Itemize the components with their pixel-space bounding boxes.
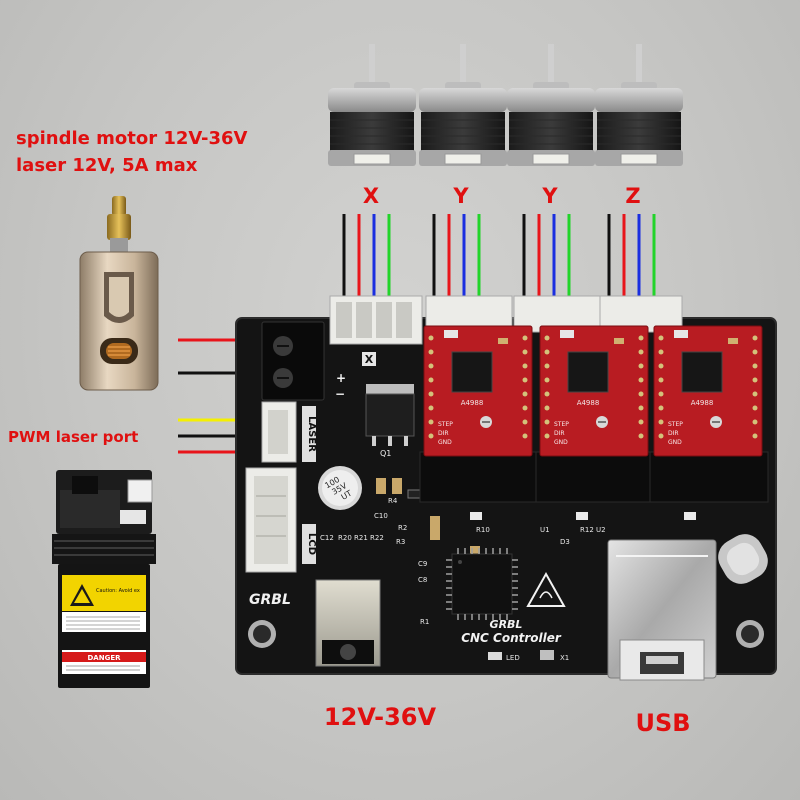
r22-label: R22	[370, 534, 384, 542]
driver-pin-label: DIR	[554, 430, 565, 437]
laser-danger-text: DANGER	[87, 654, 121, 662]
voltage-regulator	[365, 384, 415, 446]
r12-label: R12	[580, 526, 594, 534]
crystal-oscillator	[718, 534, 768, 584]
laser-port-label: LASER	[306, 416, 317, 452]
polarity-plus: +	[336, 371, 346, 385]
laser-port-connector	[261, 401, 297, 463]
r4-label: R4	[388, 497, 398, 505]
driver-pin-label: STEP	[438, 421, 453, 428]
driver-pin-label: DIR	[668, 430, 679, 437]
microcontroller-chip	[446, 548, 518, 620]
driver-pin-label: GND	[438, 439, 452, 446]
pwm-laser-label: PWM laser port	[8, 428, 138, 446]
board-title-line2: CNC Controller	[461, 631, 562, 645]
motor-wires	[342, 214, 656, 298]
usb-label: USB	[635, 709, 690, 737]
power-voltage-label: 12V-36V	[324, 703, 437, 731]
driver-pin-label: STEP	[668, 421, 683, 428]
board-brand: GRBL	[249, 592, 291, 608]
u1-label: U1	[540, 526, 550, 534]
stepper-motor-1	[328, 44, 416, 166]
usb-connector	[607, 539, 717, 681]
u2-label: U2	[596, 526, 606, 534]
r2-label: R2	[398, 524, 407, 532]
r21-label: R21	[354, 534, 368, 542]
spindle-terminal-block	[261, 321, 325, 401]
c10-label: C10	[374, 512, 388, 520]
dc-power-jack	[315, 579, 381, 667]
spindle-motor	[79, 196, 159, 391]
lcd-port-label: LCD	[306, 533, 317, 555]
c12-label: C12	[320, 534, 334, 542]
driver-pin-label: STEP	[554, 421, 569, 428]
driver-chip-label: A4988	[461, 399, 484, 407]
lcd-port-connector	[245, 467, 297, 573]
led-label: LED	[506, 654, 520, 662]
axis-label-x: X	[363, 184, 379, 208]
grbl-controller-board: + − X LASER LCD	[235, 295, 777, 681]
stepper-motors	[328, 44, 683, 166]
board-title-line1: GRBL	[490, 618, 523, 631]
laser-module: Caution: Avoid ex DANGER	[52, 470, 156, 688]
d3-label: D3	[560, 538, 570, 546]
laser-caution-text: Caution: Avoid ex	[96, 588, 140, 594]
r3-label: R3	[396, 538, 405, 546]
polarity-minus: −	[335, 387, 345, 401]
axis-label-z: Z	[625, 184, 640, 208]
c8-label: C8	[418, 576, 427, 584]
stepper-motor-4	[595, 44, 683, 166]
driver-pin-label: GND	[554, 439, 568, 446]
driver-pin-label: GND	[668, 439, 682, 446]
stepper-motor-2	[419, 44, 507, 166]
spindle-label-line2: laser 12V, 5A max	[16, 155, 198, 176]
r20-label: R20	[338, 534, 352, 542]
axis-label-y2: Y	[541, 184, 558, 208]
axis-label-y1: Y	[452, 184, 469, 208]
r10-label: R10	[476, 526, 490, 534]
driver-chip-label: A4988	[577, 399, 600, 407]
driver-chip-label: A4988	[691, 399, 714, 407]
spindle-label-line1: spindle motor 12V-36V	[16, 128, 248, 149]
stepper-motor-3	[507, 44, 595, 166]
x-marker-label: X	[365, 353, 374, 366]
electrolytic-capacitor: 100 35V UT	[318, 466, 362, 510]
q1-label: Q1	[380, 449, 391, 458]
x1-label: X1	[560, 654, 569, 662]
c9-label: C9	[418, 560, 427, 568]
driver-pin-label: DIR	[438, 430, 449, 437]
r1-label: R1	[420, 618, 429, 626]
